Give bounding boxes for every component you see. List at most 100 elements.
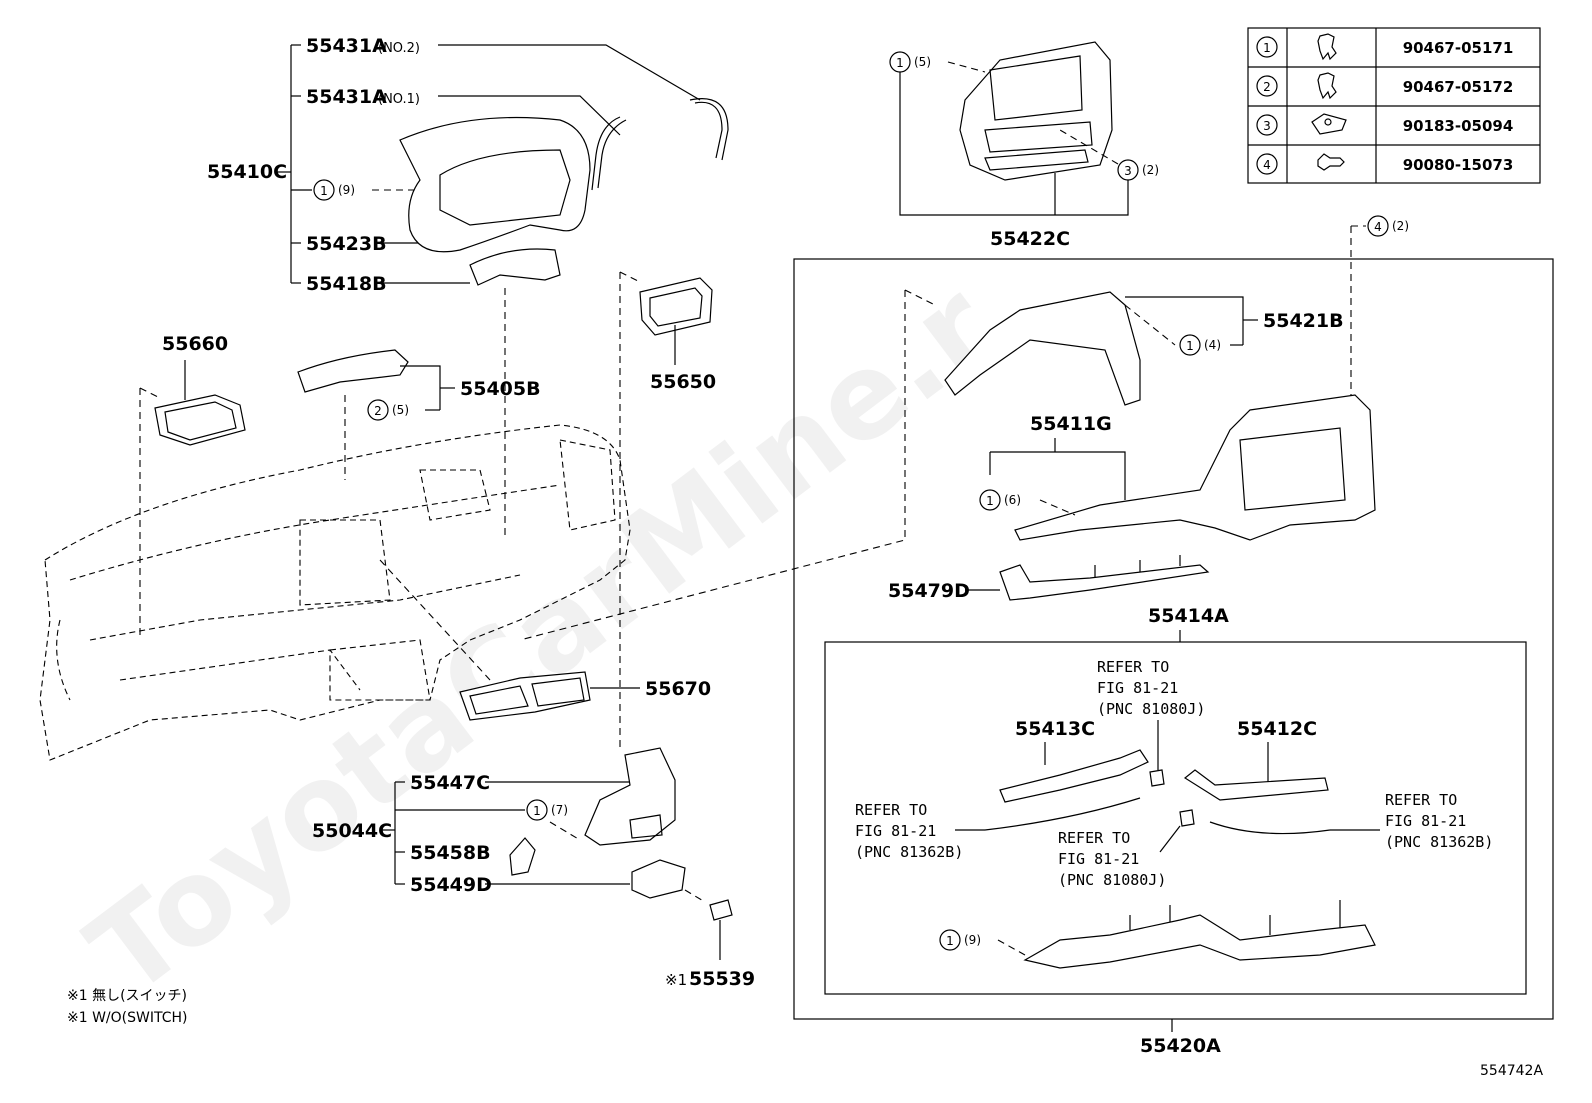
callout-number: 1 bbox=[320, 184, 328, 198]
callout-1-9: 1 (9) bbox=[313, 179, 355, 201]
callout-quantity: (5) bbox=[392, 403, 409, 417]
bracket-55449d bbox=[631, 859, 686, 899]
inner-group-55414a: REFER TO FIG 81-21 (PNC 81080J) 55413C 5… bbox=[855, 658, 1493, 969]
assembly-box-55414a bbox=[824, 641, 1527, 995]
part-label-55431a-no1: 55431A bbox=[306, 86, 387, 108]
callout-1-6: 1 (6) bbox=[979, 489, 1021, 511]
reference-line: (PNC 81080J) bbox=[1097, 700, 1205, 718]
part-label-55413c: 55413C bbox=[1015, 718, 1095, 740]
side-garnish-55458b bbox=[509, 837, 536, 876]
callout-number: 3 bbox=[1124, 164, 1132, 178]
reference-line: REFER TO bbox=[855, 801, 927, 819]
table-part-number: 90467-05171 bbox=[1403, 39, 1514, 57]
reference-note: REFER TO FIG 81-21 (PNC 81362B) bbox=[855, 801, 963, 861]
reference-line: (PNC 81080J) bbox=[1058, 871, 1166, 889]
reference-note: REFER TO FIG 81-21 (PNC 81080J) bbox=[1058, 829, 1166, 889]
part-label-55539: 55539 bbox=[689, 968, 755, 990]
lower-finish-panel bbox=[584, 747, 676, 846]
upper-panel-55405b: 55405B 2 (5) bbox=[297, 349, 541, 421]
reference-line: REFER TO bbox=[1097, 658, 1169, 676]
callout-1-4: 1 (4) bbox=[1179, 334, 1221, 356]
part-label-55660: 55660 bbox=[162, 333, 228, 355]
table-row: 3 90183-05094 bbox=[1256, 113, 1514, 136]
center-vent-55670: 55670 bbox=[459, 671, 711, 721]
part-label-55431a-no1-sub: (NO.1) bbox=[378, 92, 420, 107]
meter-hood bbox=[399, 116, 591, 253]
part-label-55410c: 55410C bbox=[207, 161, 287, 183]
garnish-strip-no1 bbox=[591, 116, 621, 191]
reference-line: FIG 81-21 bbox=[855, 822, 936, 840]
reference-line: (PNC 81362B) bbox=[1385, 833, 1493, 851]
note-jp: ※1 無し(スイッチ) bbox=[67, 988, 187, 1004]
callout-number: 1 bbox=[896, 56, 904, 70]
part-label-55422c: 55422C bbox=[990, 228, 1070, 250]
part-label-55412c: 55412C bbox=[1237, 718, 1317, 740]
table-row: 4 90080-15073 bbox=[1256, 153, 1514, 175]
callout-number: 1 bbox=[986, 494, 994, 508]
reference-note: REFER TO FIG 81-21 (PNC 81362B) bbox=[1385, 791, 1493, 851]
reference-line: (PNC 81362B) bbox=[855, 843, 963, 861]
callout-4-2: 4 (2) bbox=[1350, 215, 1409, 420]
callout-2-5: 2 (5) bbox=[367, 399, 409, 421]
reference-line: FIG 81-21 bbox=[1385, 812, 1466, 830]
table-part-number: 90080-15073 bbox=[1403, 156, 1514, 174]
table-part-number: 90467-05172 bbox=[1403, 78, 1514, 96]
diagram-code: 554742A bbox=[1480, 1063, 1543, 1079]
part-label-55411g: 55411G bbox=[1030, 413, 1112, 435]
reference-note: REFER TO FIG 81-21 (PNC 81080J) bbox=[1097, 658, 1205, 718]
callout-number: 4 bbox=[1374, 220, 1382, 234]
table-row: 1 90467-05171 bbox=[1256, 33, 1514, 61]
lower-panel bbox=[1023, 914, 1376, 969]
side-vent-55660: 55660 bbox=[154, 333, 246, 446]
clip-icon bbox=[1317, 33, 1337, 61]
callout-number: 1 bbox=[533, 804, 541, 818]
callout-1-7: 1 (7) bbox=[526, 799, 568, 821]
fastener-table: 1 90467-05171 2 90467-05172 3 90183-0509… bbox=[1247, 27, 1541, 184]
meter-hood-group: 55410C 55431A (NO.2) 55431A (NO.1) 55423… bbox=[207, 35, 729, 540]
part-label-55449d: 55449D bbox=[410, 874, 492, 896]
part-label-55670: 55670 bbox=[645, 678, 711, 700]
part-label-55414a: 55414A bbox=[1148, 605, 1229, 627]
table-part-number: 90183-05094 bbox=[1403, 117, 1514, 135]
part-label-55479d: 55479D bbox=[888, 580, 970, 602]
table-row-number: 1 bbox=[1263, 41, 1271, 55]
part-label-55431a-no2: 55431A bbox=[306, 35, 387, 57]
garnish-55412c bbox=[1183, 769, 1329, 801]
callout-quantity: (7) bbox=[551, 803, 568, 817]
callout-number: 1 bbox=[946, 934, 954, 948]
callout-number: 2 bbox=[374, 404, 382, 418]
reference-line: FIG 81-21 bbox=[1058, 850, 1139, 868]
part-label-55447c: 55447C bbox=[410, 772, 490, 794]
callout-quantity: (9) bbox=[964, 933, 981, 947]
note-en: ※1 W/O(SWITCH) bbox=[67, 1010, 187, 1026]
part-label-55431a-no2-sub: (NO.2) bbox=[378, 41, 420, 56]
reference-line: REFER TO bbox=[1058, 829, 1130, 847]
callout-quantity: (2) bbox=[1392, 219, 1409, 233]
part-label-55418b: 55418B bbox=[306, 273, 387, 295]
part-label-55539-prefix: ※1 bbox=[665, 971, 687, 989]
instrument-panel bbox=[39, 271, 936, 761]
center-cluster-55422c: 1 (5) 3 (2) 55422C bbox=[889, 41, 1159, 250]
garnish-strip-no2 bbox=[689, 98, 729, 161]
table-row-number: 4 bbox=[1263, 158, 1271, 172]
part-label-55044c: 55044C bbox=[312, 820, 392, 842]
callout-3-2: 3 (2) bbox=[1117, 159, 1159, 181]
table-row-number: 3 bbox=[1263, 119, 1271, 133]
panel-55411g: 55411G 1 (6) bbox=[979, 394, 1376, 541]
reference-line: FIG 81-21 bbox=[1097, 679, 1178, 697]
callout-quantity: (9) bbox=[338, 183, 355, 197]
part-label-55458b: 55458B bbox=[410, 842, 491, 864]
meter-lower-cover bbox=[469, 248, 561, 286]
callout-quantity: (6) bbox=[1004, 493, 1021, 507]
panel-55479d: 55479D bbox=[888, 555, 1210, 602]
part-label-55650: 55650 bbox=[650, 371, 716, 393]
callout-1-5: 1 (5) bbox=[889, 51, 931, 73]
assembly-box-55420a bbox=[793, 258, 1554, 1020]
table-row: 2 90467-05172 bbox=[1256, 72, 1514, 100]
part-label-55405b: 55405B bbox=[460, 378, 541, 400]
table-row-number: 2 bbox=[1263, 80, 1271, 94]
part-label-55423b: 55423B bbox=[306, 233, 387, 255]
callout-1-9: 1 (9) bbox=[939, 929, 981, 951]
